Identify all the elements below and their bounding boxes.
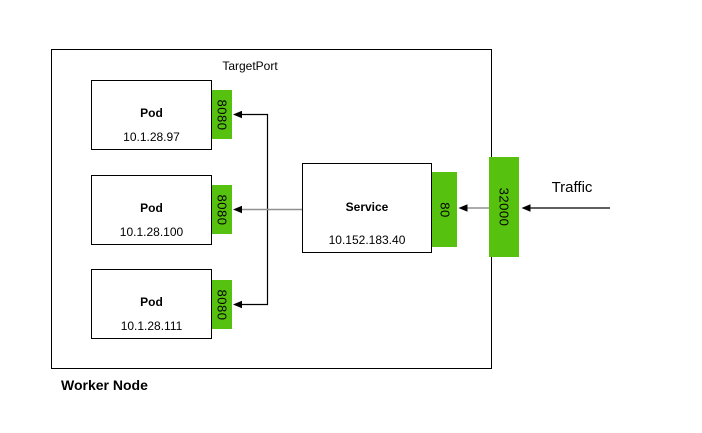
- pod-port-label-3: 8080: [214, 289, 230, 320]
- nodeport-badge: 32000: [489, 157, 519, 257]
- pod-box-1: Pod 10.1.28.97: [91, 80, 212, 150]
- service-port-label: 80: [437, 201, 452, 218]
- pod-port-badge-1: 8080: [212, 90, 232, 139]
- pod-ip: 10.1.28.111: [120, 319, 183, 333]
- pod-title: Pod: [140, 106, 163, 120]
- pod-box-2: Pod 10.1.28.100: [91, 175, 212, 245]
- pod-port-badge-3: 8080: [212, 280, 232, 329]
- service-port-badge: 80: [432, 172, 457, 247]
- traffic-label: Traffic: [551, 179, 593, 196]
- targetport-label: TargetPort: [222, 59, 278, 73]
- nodeport-label: 32000: [496, 187, 512, 227]
- pod-box-3: Pod 10.1.28.111: [91, 269, 212, 339]
- service-ip: 10.152.183.40: [328, 233, 406, 247]
- pod-port-badge-2: 8080: [212, 185, 232, 234]
- pod-ip: 10.1.28.100: [119, 225, 184, 239]
- worker-node-label: Worker Node: [61, 377, 148, 393]
- pod-ip: 10.1.28.97: [123, 130, 180, 144]
- pod-title: Pod: [140, 201, 163, 215]
- arrowhead-nodeport: [521, 204, 531, 212]
- pod-port-label-2: 8080: [214, 194, 230, 225]
- pod-port-label-1: 8080: [214, 99, 230, 130]
- service-title: Service: [345, 200, 389, 214]
- pod-title: Pod: [140, 295, 163, 309]
- service-box: Service 10.152.183.40: [302, 163, 432, 253]
